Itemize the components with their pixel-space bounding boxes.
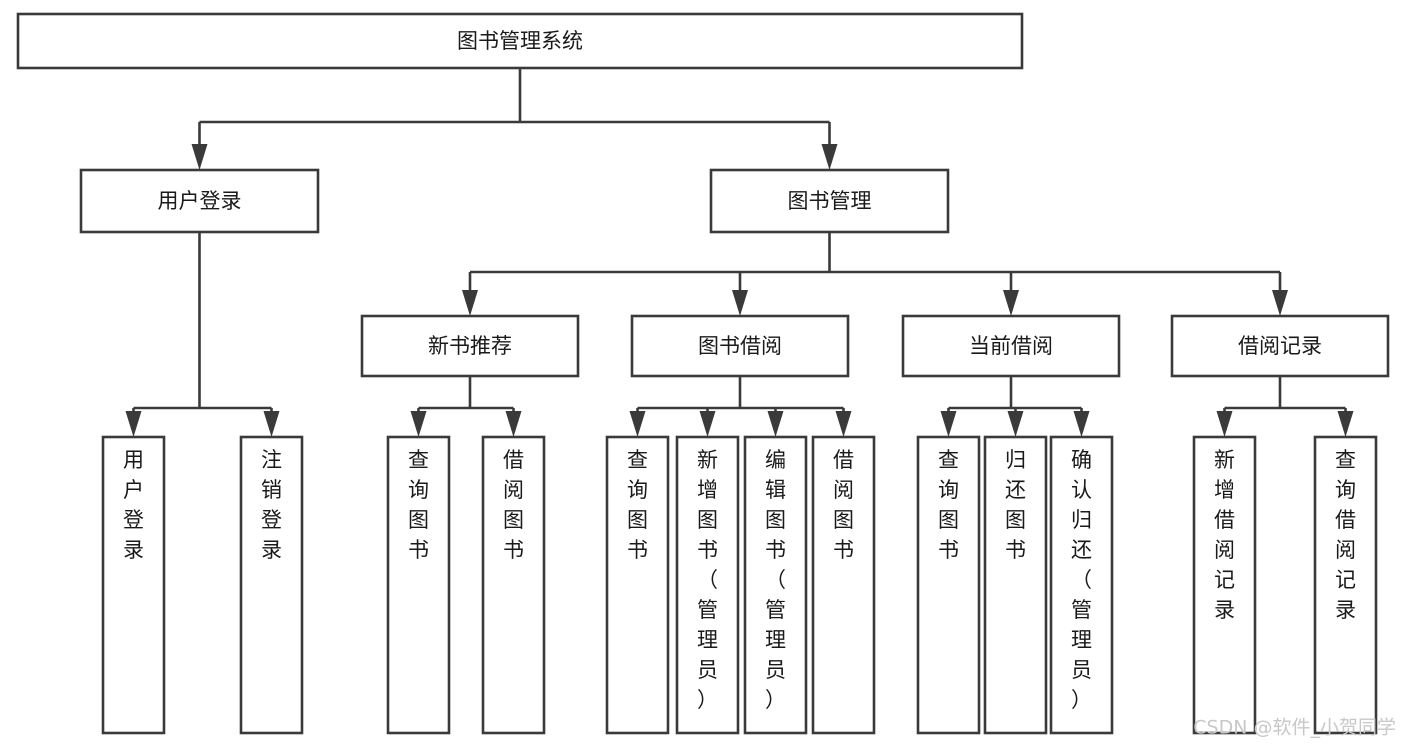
node-box[interactable] <box>743 435 808 735</box>
node-box[interactable] <box>605 435 670 735</box>
node-label: 图书管理 <box>788 189 872 213</box>
node-box[interactable] <box>101 435 166 735</box>
connector-layer <box>125 68 1354 437</box>
node-box[interactable] <box>16 12 1024 70</box>
node-box[interactable] <box>630 314 850 378</box>
arrow-head-icon <box>1337 411 1354 437</box>
arrow-head-icon <box>835 411 852 437</box>
node-box[interactable] <box>675 435 740 735</box>
node-leaf_12[interactable]: 新增借阅记录 <box>1192 435 1257 735</box>
node-label: 新增图书（管理员） <box>697 448 718 712</box>
arrow-head-icon <box>629 411 646 437</box>
csdn-watermark: CSDN @软件_小贺同学 <box>1193 717 1396 739</box>
node-label: 用户登录 <box>158 189 242 213</box>
node-box[interactable] <box>709 168 950 234</box>
node-box[interactable] <box>916 435 981 735</box>
node-box[interactable] <box>1192 435 1257 735</box>
node-label: 新增借阅记录 <box>1214 448 1235 622</box>
node-l2_1[interactable]: 用户登录 <box>79 168 320 234</box>
node-box[interactable] <box>386 435 451 735</box>
arrow-head-icon <box>767 411 784 437</box>
arrow-head-icon <box>191 144 208 170</box>
node-box[interactable] <box>901 314 1121 378</box>
node-l3_4[interactable]: 借阅记录 <box>1170 314 1390 378</box>
node-leaf_5[interactable]: 查询图书 <box>605 435 670 735</box>
arrow-head-icon <box>940 411 957 437</box>
arrow-head-icon <box>732 290 748 316</box>
node-box[interactable] <box>983 435 1048 735</box>
node-l3_2[interactable]: 图书借阅 <box>630 314 850 378</box>
node-leaf_7[interactable]: 编辑图书（管理员） <box>743 435 808 735</box>
node-l3_1[interactable]: 新书推荐 <box>360 314 580 378</box>
node-label: 查询图书 <box>627 448 648 562</box>
node-label: 确认归还（管理员） <box>1071 448 1092 712</box>
node-box[interactable] <box>481 435 546 735</box>
node-label: 用户登录 <box>123 448 144 562</box>
arrow-head-icon <box>263 411 280 437</box>
node-leaf_3[interactable]: 查询图书 <box>386 435 451 735</box>
node-l3_3[interactable]: 当前借阅 <box>901 314 1121 378</box>
node-label: 新书推荐 <box>428 334 512 358</box>
node-leaf_6[interactable]: 新增图书（管理员） <box>675 435 740 735</box>
arrow-head-icon <box>125 411 142 437</box>
node-leaf_4[interactable]: 借阅图书 <box>481 435 546 735</box>
node-label: 当前借阅 <box>969 334 1053 358</box>
node-label: 归还图书 <box>1005 448 1026 562</box>
node-label: 查询借阅记录 <box>1335 448 1356 622</box>
node-label: 查询图书 <box>938 448 959 562</box>
arrow-head-icon <box>462 290 478 316</box>
arrow-head-icon <box>821 144 838 170</box>
node-leaf_10[interactable]: 归还图书 <box>983 435 1048 735</box>
arrow-head-icon <box>410 411 427 437</box>
node-label: 查询图书 <box>408 448 429 562</box>
arrow-head-icon <box>1073 411 1090 437</box>
node-label: 图书管理系统 <box>457 29 583 53</box>
node-leaf_13[interactable]: 查询借阅记录 <box>1313 435 1378 735</box>
node-leaf_2[interactable]: 注销登录 <box>239 435 304 735</box>
node-box[interactable] <box>360 314 580 378</box>
node-label: 图书借阅 <box>698 334 782 358</box>
node-label: 借阅记录 <box>1238 334 1322 358</box>
node-box[interactable] <box>1049 435 1114 735</box>
node-root[interactable]: 图书管理系统 <box>16 12 1024 70</box>
node-box[interactable] <box>239 435 304 735</box>
node-leaf_11[interactable]: 确认归还（管理员） <box>1049 435 1114 735</box>
arrow-head-icon <box>699 411 716 437</box>
arrow-head-icon <box>1007 411 1024 437</box>
node-label: 编辑图书（管理员） <box>765 448 786 712</box>
node-leaf_1[interactable]: 用户登录 <box>101 435 166 735</box>
node-leaf_8[interactable]: 借阅图书 <box>811 435 876 735</box>
arrow-head-icon <box>1003 290 1019 316</box>
node-label: 借阅图书 <box>833 448 854 562</box>
node-layer: 图书管理系统用户登录图书管理新书推荐图书借阅当前借阅借阅记录用户登录注销登录查询… <box>16 12 1390 735</box>
node-label: 注销登录 <box>261 448 282 562</box>
node-box[interactable] <box>1313 435 1378 735</box>
node-l2_2[interactable]: 图书管理 <box>709 168 950 234</box>
arrow-head-icon <box>1216 411 1233 437</box>
node-leaf_9[interactable]: 查询图书 <box>916 435 981 735</box>
arrow-head-icon <box>505 411 522 437</box>
node-box[interactable] <box>811 435 876 735</box>
node-box[interactable] <box>1170 314 1390 378</box>
node-box[interactable] <box>79 168 320 234</box>
arrow-head-icon <box>1272 290 1288 316</box>
node-label: 借阅图书 <box>503 448 524 562</box>
